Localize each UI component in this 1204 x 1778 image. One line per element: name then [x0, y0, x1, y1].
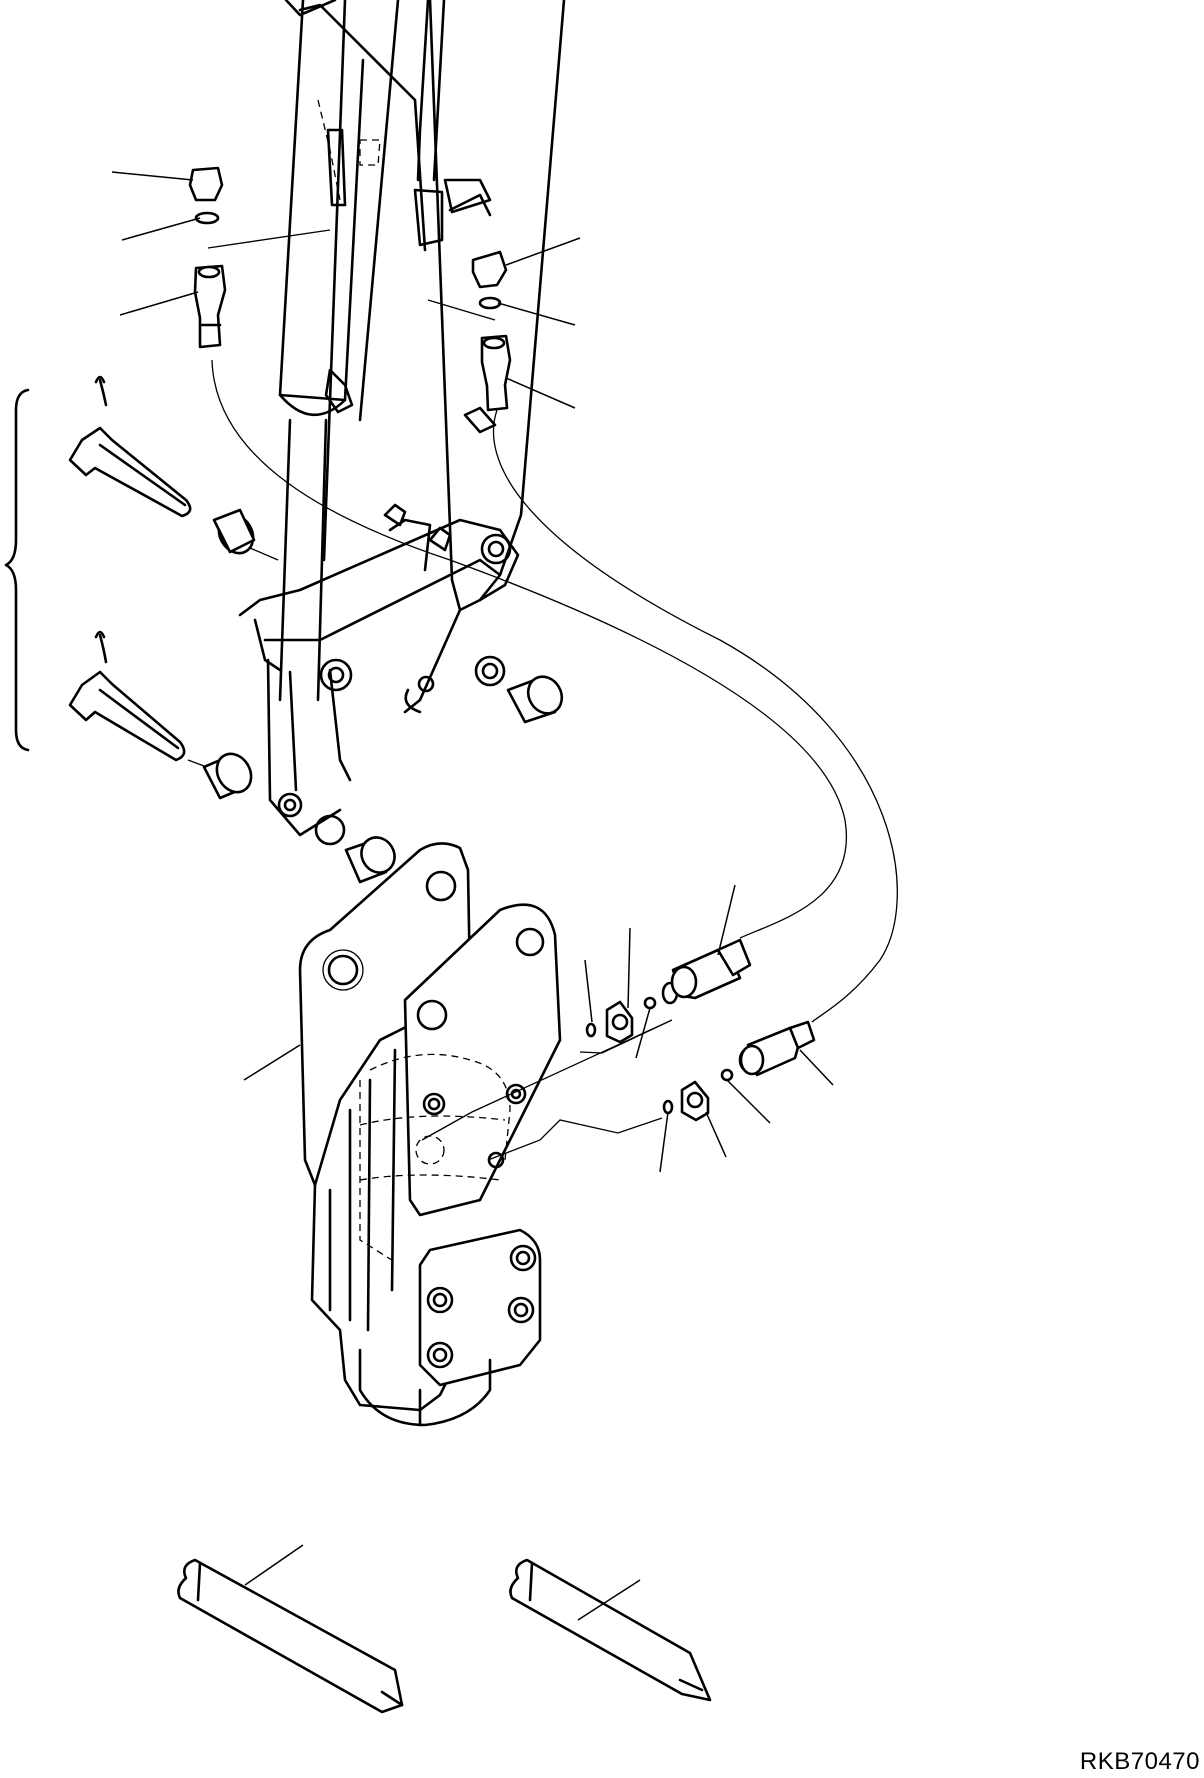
hydraulic-breaker — [298, 842, 673, 1427]
figure-code: RKB70470 — [1079, 1748, 1200, 1775]
arm-assembly — [238, 0, 566, 846]
chisel-tools — [177, 1558, 712, 1714]
breaker-fittings — [585, 938, 816, 1122]
top-right-fitting-group — [463, 250, 512, 434]
leader-lines — [111, 171, 834, 1621]
pin-kit — [4, 375, 564, 884]
hydraulic-hoses — [207, 229, 898, 1023]
top-left-fitting-group — [188, 166, 227, 349]
